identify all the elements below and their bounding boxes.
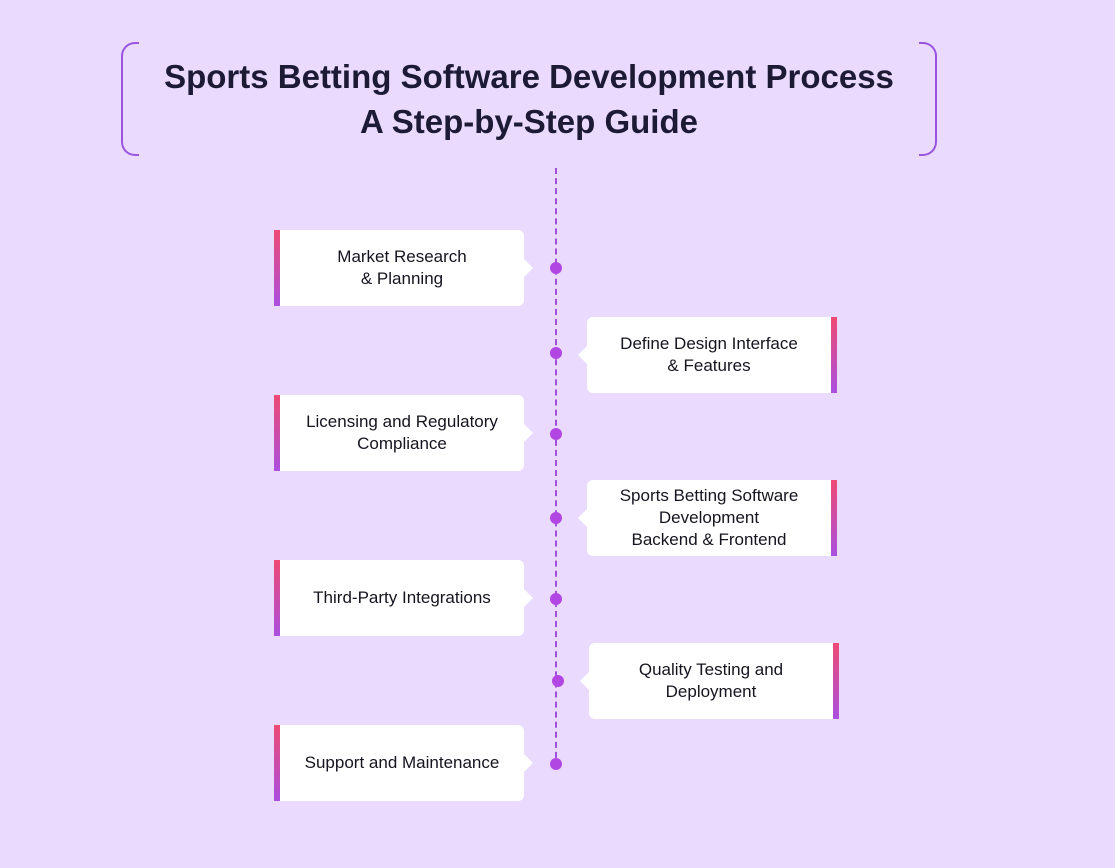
step-card-6: Quality Testing and Deployment	[580, 643, 839, 719]
step-label-6: Quality Testing and Deployment	[638, 660, 784, 701]
step-label-1: Market Research & Planning	[337, 247, 467, 288]
step-pointer-5	[524, 589, 533, 607]
step-card-4: Sports Betting Software Development Back…	[578, 480, 837, 556]
step-label-3: Licensing and Regulatory Compliance	[306, 412, 498, 453]
step-card-7: Support and Maintenance	[274, 725, 533, 801]
page-title: Sports Betting Software Development Proc…	[164, 58, 894, 95]
step-card-5: Third-Party Integrations	[274, 560, 533, 636]
title-bracket-left	[121, 42, 139, 156]
step-pointer-3	[524, 424, 533, 442]
timeline-dot-4	[550, 512, 562, 524]
step-pointer-4	[578, 509, 587, 527]
step-label-5: Third-Party Integrations	[313, 588, 491, 607]
step-card-2: Define Design Interface & Features	[578, 317, 837, 393]
timeline-dot-2	[550, 347, 562, 359]
title-bracket-right	[919, 42, 937, 156]
timeline-dot-7	[550, 758, 562, 770]
timeline-line	[555, 168, 557, 768]
timeline-dot-6	[552, 675, 564, 687]
step-pointer-7	[524, 754, 533, 772]
step-pointer-6	[580, 672, 589, 690]
timeline-dot-5	[550, 593, 562, 605]
step-label-2: Define Design Interface & Features	[620, 334, 798, 375]
step-label-4: Sports Betting Software Development Back…	[619, 486, 799, 549]
step-card-1: Market Research & Planning	[274, 230, 533, 306]
timeline-dot-3	[550, 428, 562, 440]
step-pointer-1	[524, 259, 533, 277]
timeline-dot-1	[550, 262, 562, 274]
step-pointer-2	[578, 346, 587, 364]
step-label-7: Support and Maintenance	[304, 753, 500, 772]
page-subtitle: A Step-by-Step Guide	[360, 103, 698, 140]
step-card-3: Licensing and Regulatory Compliance	[274, 395, 533, 471]
title-box: Sports Betting Software Development Proc…	[121, 42, 937, 156]
